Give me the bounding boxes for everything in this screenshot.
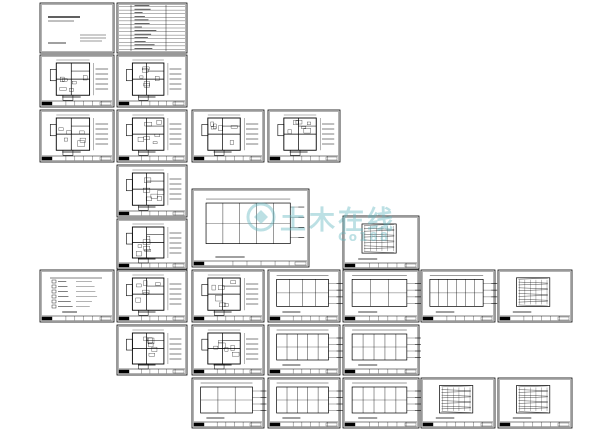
drawing-sheet-r4c2[interactable] [116,164,188,218]
drawing-sheet-r6c6[interactable] [420,269,498,323]
drawing-sheet-r3c4[interactable] [267,109,341,163]
drawing-sheet-r6c2[interactable] [116,269,188,323]
drawing-sheet-r3c2[interactable] [116,109,188,163]
drawing-sheet-r7c3[interactable] [191,324,265,376]
drawing-sheet-r8c7[interactable] [497,377,573,429]
drawing-sheet-r7c2[interactable] [116,324,188,376]
drawing-sheet-r5c3[interactable] [191,188,310,268]
drawing-sheet-r6c4[interactable] [267,269,343,323]
drawing-sheet-r2c2[interactable] [116,54,188,108]
drawing-sheet-r5c5[interactable] [342,215,420,270]
drawing-sheet-title[interactable] [39,2,115,54]
drawing-sheet-r8c6[interactable] [420,377,496,429]
drawing-sheet-r7c4[interactable] [267,324,343,376]
drawing-sheet-index[interactable] [116,2,188,54]
drawing-sheet-r8c4[interactable] [267,377,343,429]
drawing-sheet-r8c5[interactable] [342,377,421,429]
drawing-sheet-r6c7[interactable] [497,269,573,323]
drawing-sheet-r6c3[interactable] [191,269,265,323]
drawing-sheet-r2c1[interactable] [39,54,115,108]
drawing-sheet-r7c5[interactable] [342,324,421,376]
drawing-sheet-r8c3[interactable] [191,377,267,429]
drawing-sheet-r6c1[interactable] [39,269,115,323]
drawing-sheet-r3c3[interactable] [191,109,265,163]
drawing-sheet-r3c1[interactable] [39,109,115,163]
drawing-sheet-r6c5[interactable] [342,269,421,323]
drawing-sheet-r5c2[interactable] [116,218,188,270]
